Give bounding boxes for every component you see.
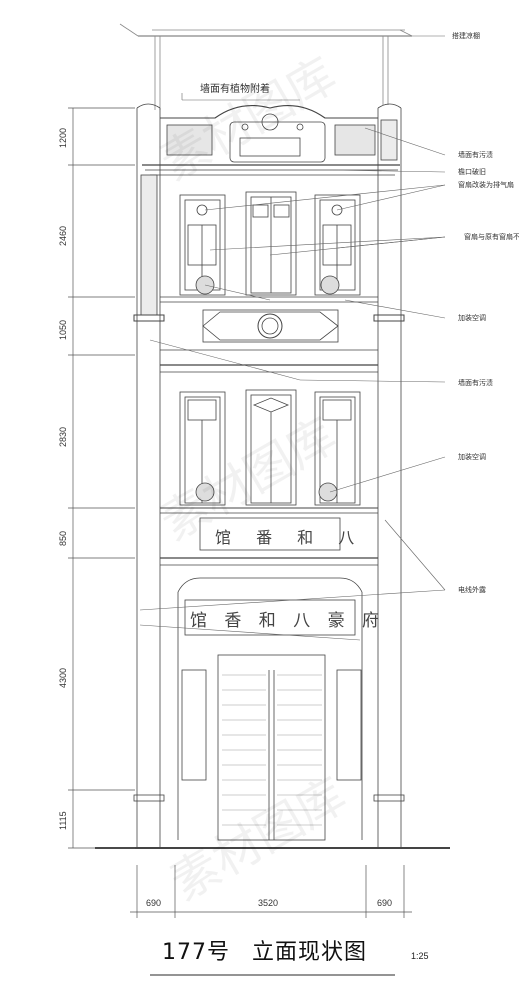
dim-horizontal-3: 690 <box>377 898 393 908</box>
lower-sign: 馆 香 和 八 豪 府 <box>190 611 386 631</box>
annotation-window-exhaust: 窗扇改装为排气扇 <box>458 181 514 189</box>
annotation-window-mismatch: 窗扇与原有窗扇不协 <box>464 233 519 241</box>
upper-sign: 馆 番 和 八 <box>215 528 365 547</box>
second-floor-windows <box>179 389 361 506</box>
dim-vertical-7: 1115 <box>58 811 68 830</box>
dim-vertical-3: 1050 <box>58 319 68 340</box>
dim-vertical-2: 2460 <box>58 225 68 246</box>
annotation-plants-on-wall: 墙面有植物附着 <box>200 84 270 95</box>
annotation-exposed-wires: 电线外露 <box>458 586 486 594</box>
annotation-ac-lower: 加装空调 <box>458 453 486 461</box>
title-name: 立面现状图 <box>252 940 368 965</box>
dim-vertical-4: 2830 <box>58 426 68 447</box>
upper-floor-windows <box>179 191 361 296</box>
dim-vertical-5: 850 <box>58 530 68 546</box>
annotation-eaves-worn: 檐口破旧 <box>458 168 486 176</box>
building-outline <box>95 103 450 849</box>
title-number: 177号 <box>162 940 230 965</box>
annotation-ac-upper: 加装空调 <box>458 314 486 322</box>
dim-horizontal-2: 3520 <box>258 898 279 908</box>
dim-vertical-6: 4300 <box>58 667 68 688</box>
canopy-frame <box>119 23 413 110</box>
shutter-slats <box>222 674 322 826</box>
annotation-canopy: 搭建凉棚 <box>452 32 480 40</box>
drawing-scale: 1:25 <box>411 951 429 961</box>
dimension-lines <box>68 107 412 976</box>
annotation-wall-stain-mid: 墙面有污渍 <box>458 379 493 387</box>
annotation-wall-stain-upper: 墙面有污渍 <box>458 151 493 159</box>
drawing-title: 177号立面现状图 <box>162 934 367 966</box>
leader-lines <box>139 35 446 641</box>
dim-vertical-1: 1200 <box>58 127 68 148</box>
dim-horizontal-1: 690 <box>146 898 162 908</box>
